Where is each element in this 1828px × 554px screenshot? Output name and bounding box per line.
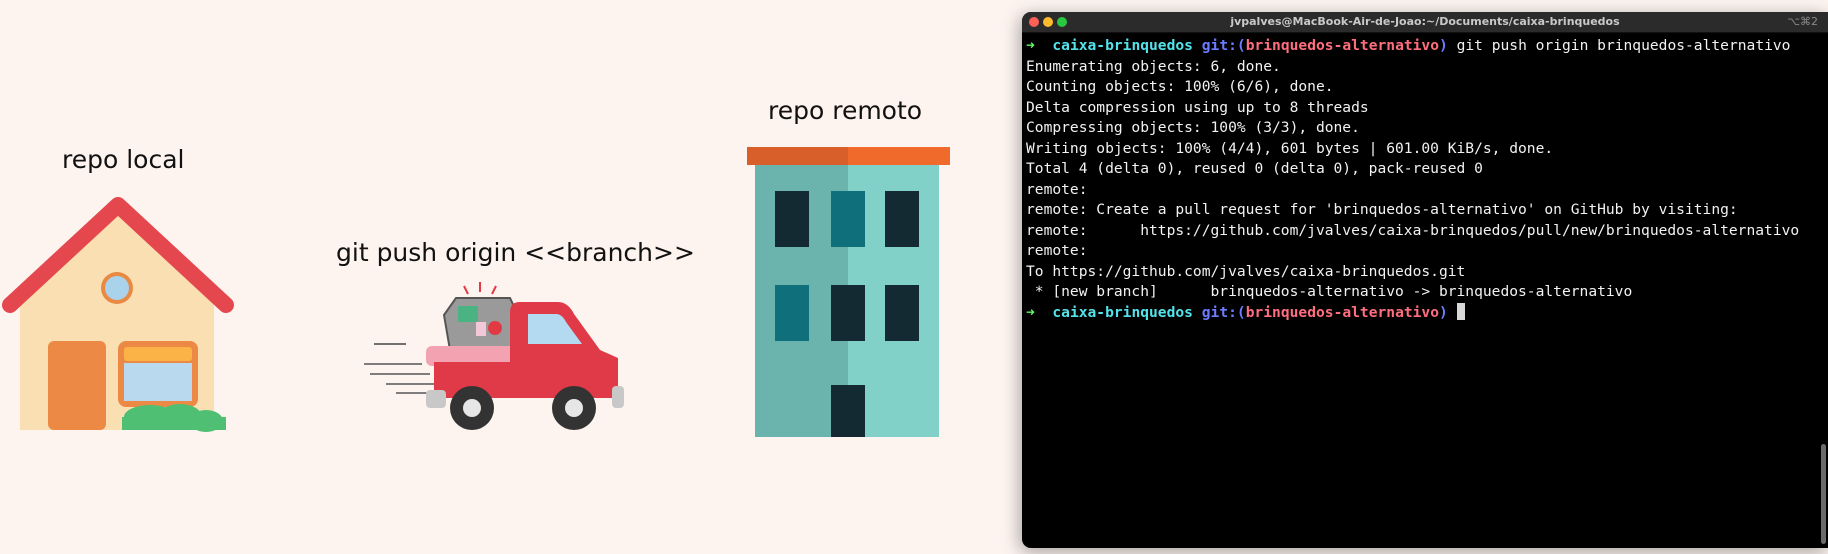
house-icon [2,197,234,432]
window-shortcut-hint: ⌥⌘2 [1787,15,1818,28]
output-line: * [new branch] brinquedos-alternativo ->… [1026,283,1633,300]
prompt-line[interactable]: ➜ caixa-brinquedos git:(brinquedos-alter… [1026,302,1828,324]
output-line: Compressing objects: 100% (3/3), done. [1026,119,1360,136]
output-line: Delta compression using up to 8 threads [1026,98,1369,116]
prompt-line: ➜ caixa-brinquedos git:(brinquedos-alter… [1026,36,1828,57]
maximize-window-icon[interactable] [1057,17,1067,27]
prompt-arrow-icon: ➜ [1026,303,1035,321]
truck-icon [364,282,624,430]
prompt-directory: caixa-brinquedos [1052,303,1193,321]
prompt-directory: caixa-brinquedos [1052,37,1193,54]
prompt-git-suffix: ) [1439,37,1448,54]
typed-command: git push origin brinquedos-alternativo [1447,37,1791,54]
prompt-git-suffix: ) [1439,303,1448,321]
prompt-branch: brinquedos-alternativo [1245,303,1439,321]
output-line: Writing objects: 100% (4/4), 601 bytes |… [1026,139,1554,157]
output-line: remote: https://github.com/jvalves/caixa… [1026,221,1800,239]
output-line: Total 4 (delta 0), reused 0 (delta 0), p… [1026,160,1483,177]
output-line: remote: [1026,242,1088,259]
git-push-command-label: git push origin <<branch>> [336,238,695,267]
terminal-titlebar[interactable]: jvpalves@MacBook-Air-de-Joao:~/Documents… [1022,12,1828,33]
prompt-branch: brinquedos-alternativo [1245,37,1439,54]
repo-local-label: repo local [62,145,185,174]
output-line: Enumerating objects: 6, done. [1026,57,1281,75]
prompt-git-prefix: git:( [1201,303,1246,321]
building-icon [747,147,950,437]
terminal-scrollbar[interactable] [1821,444,1826,544]
terminal-window[interactable]: jvpalves@MacBook-Air-de-Joao:~/Documents… [1022,12,1828,548]
output-line: Counting objects: 100% (6/6), done. [1026,78,1334,95]
repo-remoto-label: repo remoto [768,96,923,125]
prompt-git-prefix: git:( [1201,37,1246,54]
output-line: remote: Create a pull request for 'brinq… [1026,201,1738,218]
prompt-arrow-icon: ➜ [1026,37,1035,54]
output-line: remote: [1026,180,1088,198]
terminal-title: jvpalves@MacBook-Air-de-Joao:~/Documents… [1230,15,1620,28]
close-window-icon[interactable] [1029,17,1039,27]
text-cursor[interactable] [1456,302,1465,320]
terminal-output[interactable]: ➜ caixa-brinquedos git:(brinquedos-alter… [1022,33,1828,323]
output-line: To https://github.com/jvalves/caixa-brin… [1026,262,1466,280]
minimize-window-icon[interactable] [1043,17,1053,27]
